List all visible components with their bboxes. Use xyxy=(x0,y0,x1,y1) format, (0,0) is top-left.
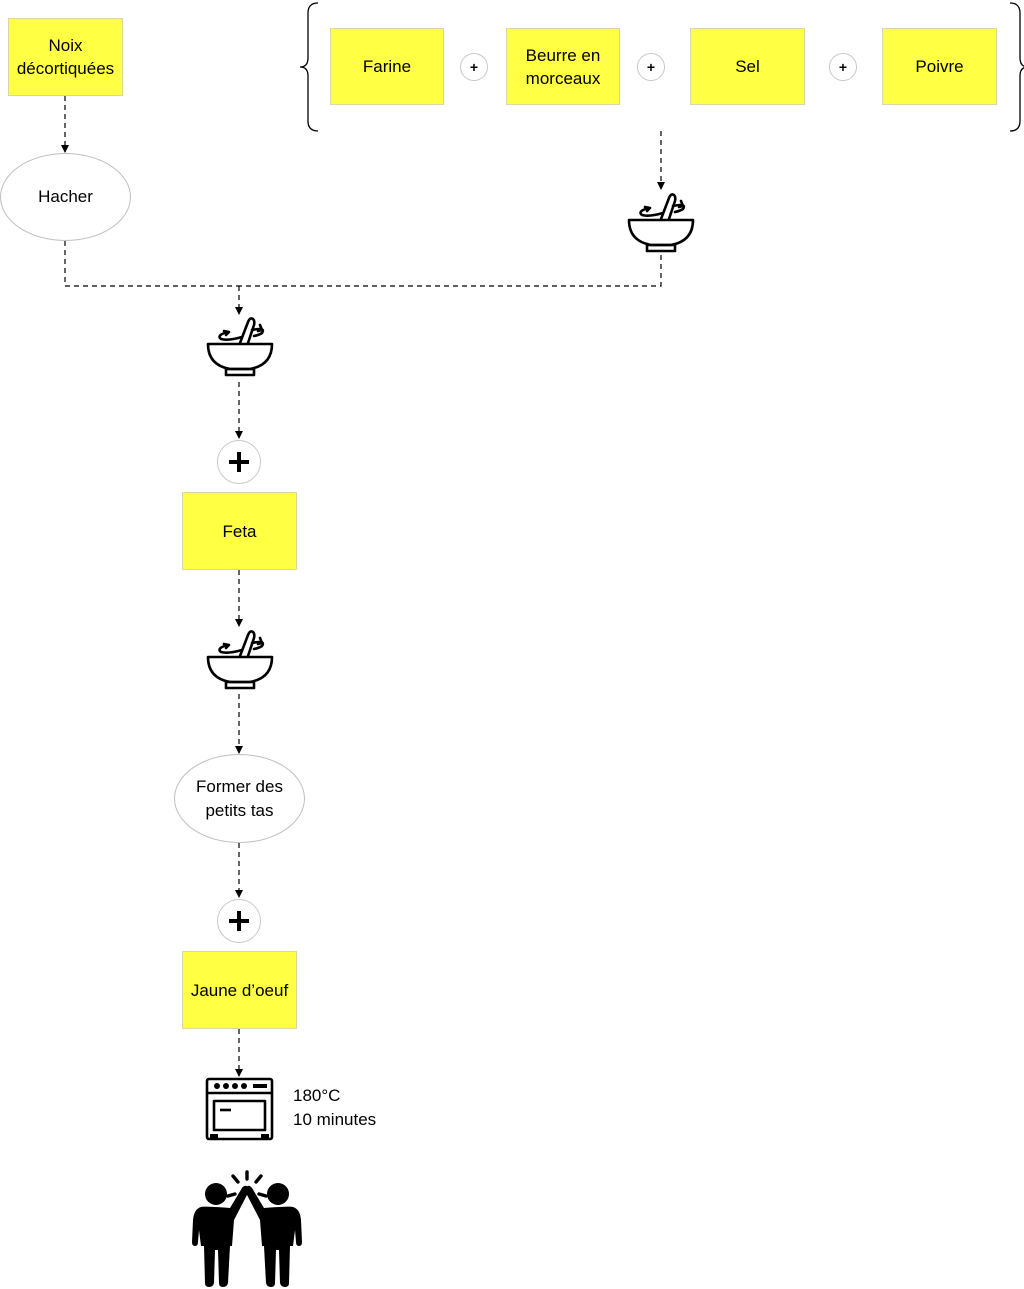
note-poivre: Poivre xyxy=(882,28,997,105)
plus-operator-feta xyxy=(217,440,261,484)
connector-hacher-merge xyxy=(64,241,239,287)
plus-operator-2: + xyxy=(637,53,665,81)
oven-icon xyxy=(205,1077,274,1141)
note-jaune: Jaune d’oeuf xyxy=(182,951,297,1029)
high-five-icon xyxy=(192,1170,302,1287)
note-farine: Farine xyxy=(330,28,444,105)
connector-bowl-merge xyxy=(239,255,662,287)
oven-duration: 10 minutes xyxy=(293,1110,377,1129)
step-hacher: Hacher xyxy=(0,153,131,241)
note-feta: Feta xyxy=(182,492,297,570)
note-noix: Noix décortiquées xyxy=(8,18,123,96)
mixing-bowl-icon xyxy=(206,630,274,690)
plus-operator-3: + xyxy=(829,53,857,81)
ingredients-brace xyxy=(299,2,1024,132)
oven-settings: 180°C 10 minutes xyxy=(293,1084,376,1132)
plus-operator-jaune xyxy=(217,899,261,943)
plus-operator-1: + xyxy=(460,53,488,81)
oven-temperature: 180°C xyxy=(293,1086,341,1105)
note-sel: Sel xyxy=(690,28,805,105)
mixing-bowl-icon xyxy=(627,193,695,253)
note-beurre: Beurre en morceaux xyxy=(506,28,620,105)
mixing-bowl-icon xyxy=(206,317,274,377)
step-former: Former des petits tas xyxy=(174,754,305,843)
